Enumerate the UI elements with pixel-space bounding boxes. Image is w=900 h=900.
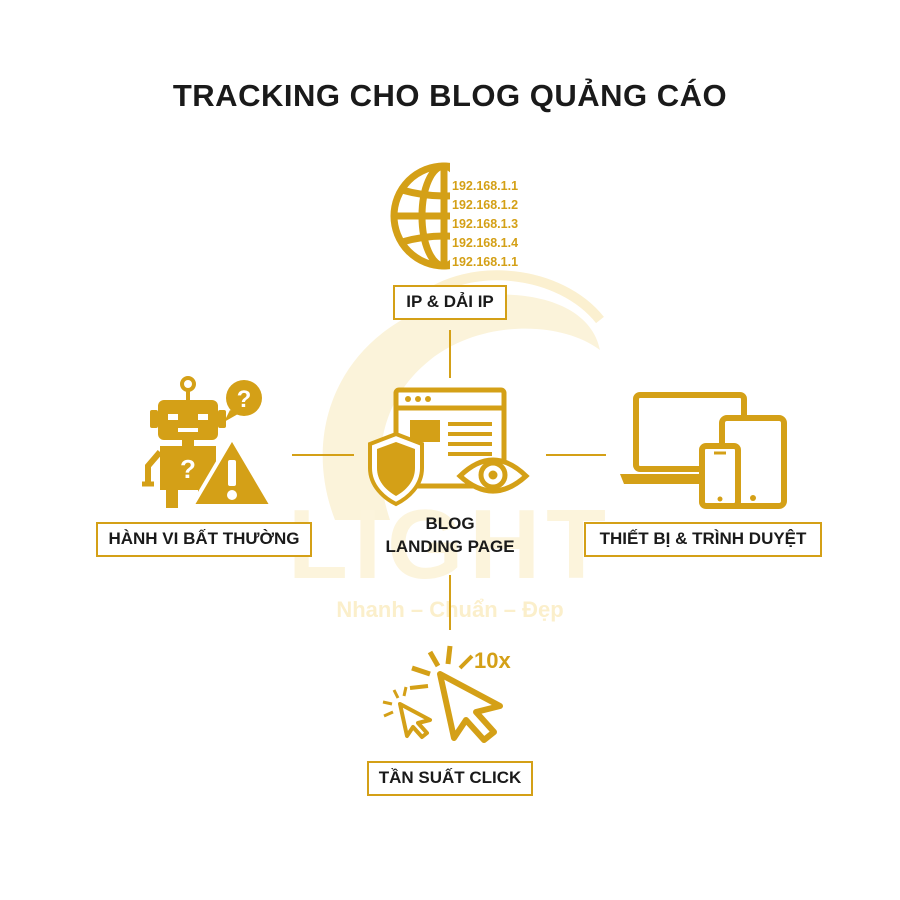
ip-item: 192.168.1.2 (452, 198, 519, 212)
label-ip-range: IP & DẢI IP (393, 285, 507, 320)
ip-item: 192.168.1.4 (452, 236, 519, 250)
globe-icon (390, 162, 450, 270)
ip-list: 192.168.1.1 192.168.1.2 192.168.1.3 192.… (452, 177, 518, 272)
label-devices-browsers: THIẾT BỊ & TRÌNH DUYỆT (584, 522, 822, 557)
center-label-line2: LANDING PAGE (385, 537, 515, 556)
center-label: BLOG LANDING PAGE (330, 512, 570, 558)
svg-text:?: ? (237, 386, 252, 413)
center-label-line1: BLOG (425, 514, 475, 533)
browser-shield-eye-icon (368, 387, 530, 507)
label-click-frequency: TẦN SUẤT CLICK (367, 761, 533, 796)
ip-item: 192.168.1.1 (452, 255, 519, 269)
page-title: TRACKING CHO BLOG QUẢNG CÁO (172, 78, 728, 113)
ip-item: 192.168.1.1 (452, 179, 519, 193)
devices-icon (620, 392, 787, 509)
click-count: 10x (474, 648, 511, 673)
ip-item: 192.168.1.3 (452, 217, 519, 231)
robot-warning-icon: ? ? (142, 376, 274, 508)
svg-text:?: ? (180, 454, 196, 484)
cursor-click-icon (382, 645, 503, 743)
label-abnormal-behavior: HÀNH VI BẤT THƯỜNG (96, 522, 312, 557)
